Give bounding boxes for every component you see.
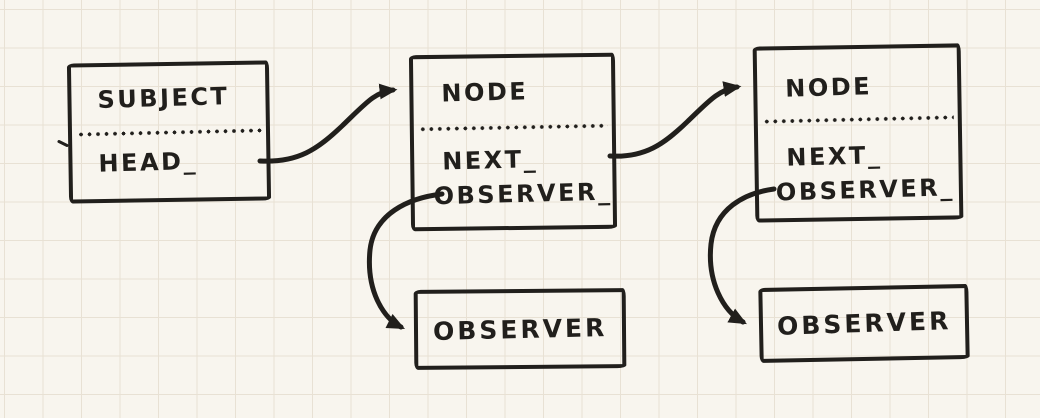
node2-title: NODE: [784, 72, 873, 103]
subject-box: SUBJECT HEAD_: [66, 60, 272, 204]
node1-title: NODE: [441, 77, 529, 108]
node1-divider: [419, 123, 608, 132]
node1-next-field: NEXT_: [441, 145, 539, 176]
observer1-box: OBSERVER: [413, 288, 627, 370]
node2-observer-field: OBSERVER_: [775, 173, 956, 207]
arrow-next-to-node2: [607, 81, 742, 159]
subject-head-field: HEAD_: [98, 146, 199, 178]
observer2-box: OBSERVER: [758, 283, 970, 364]
node1-box: NODE NEXT_ OBSERVER_: [408, 52, 618, 232]
observer1-label: OBSERVER: [432, 312, 608, 346]
subject-title: SUBJECT: [97, 82, 230, 115]
observer2-label: OBSERVER: [776, 306, 952, 341]
arrow-head-to-node1: [257, 83, 398, 164]
node1-observer-field: OBSERVER_: [433, 177, 613, 211]
node2-box: NODE NEXT_ OBSERVER_: [752, 43, 964, 223]
subject-divider: [77, 127, 263, 138]
node2-divider: [763, 114, 954, 125]
node2-next-field: NEXT_: [785, 140, 883, 172]
